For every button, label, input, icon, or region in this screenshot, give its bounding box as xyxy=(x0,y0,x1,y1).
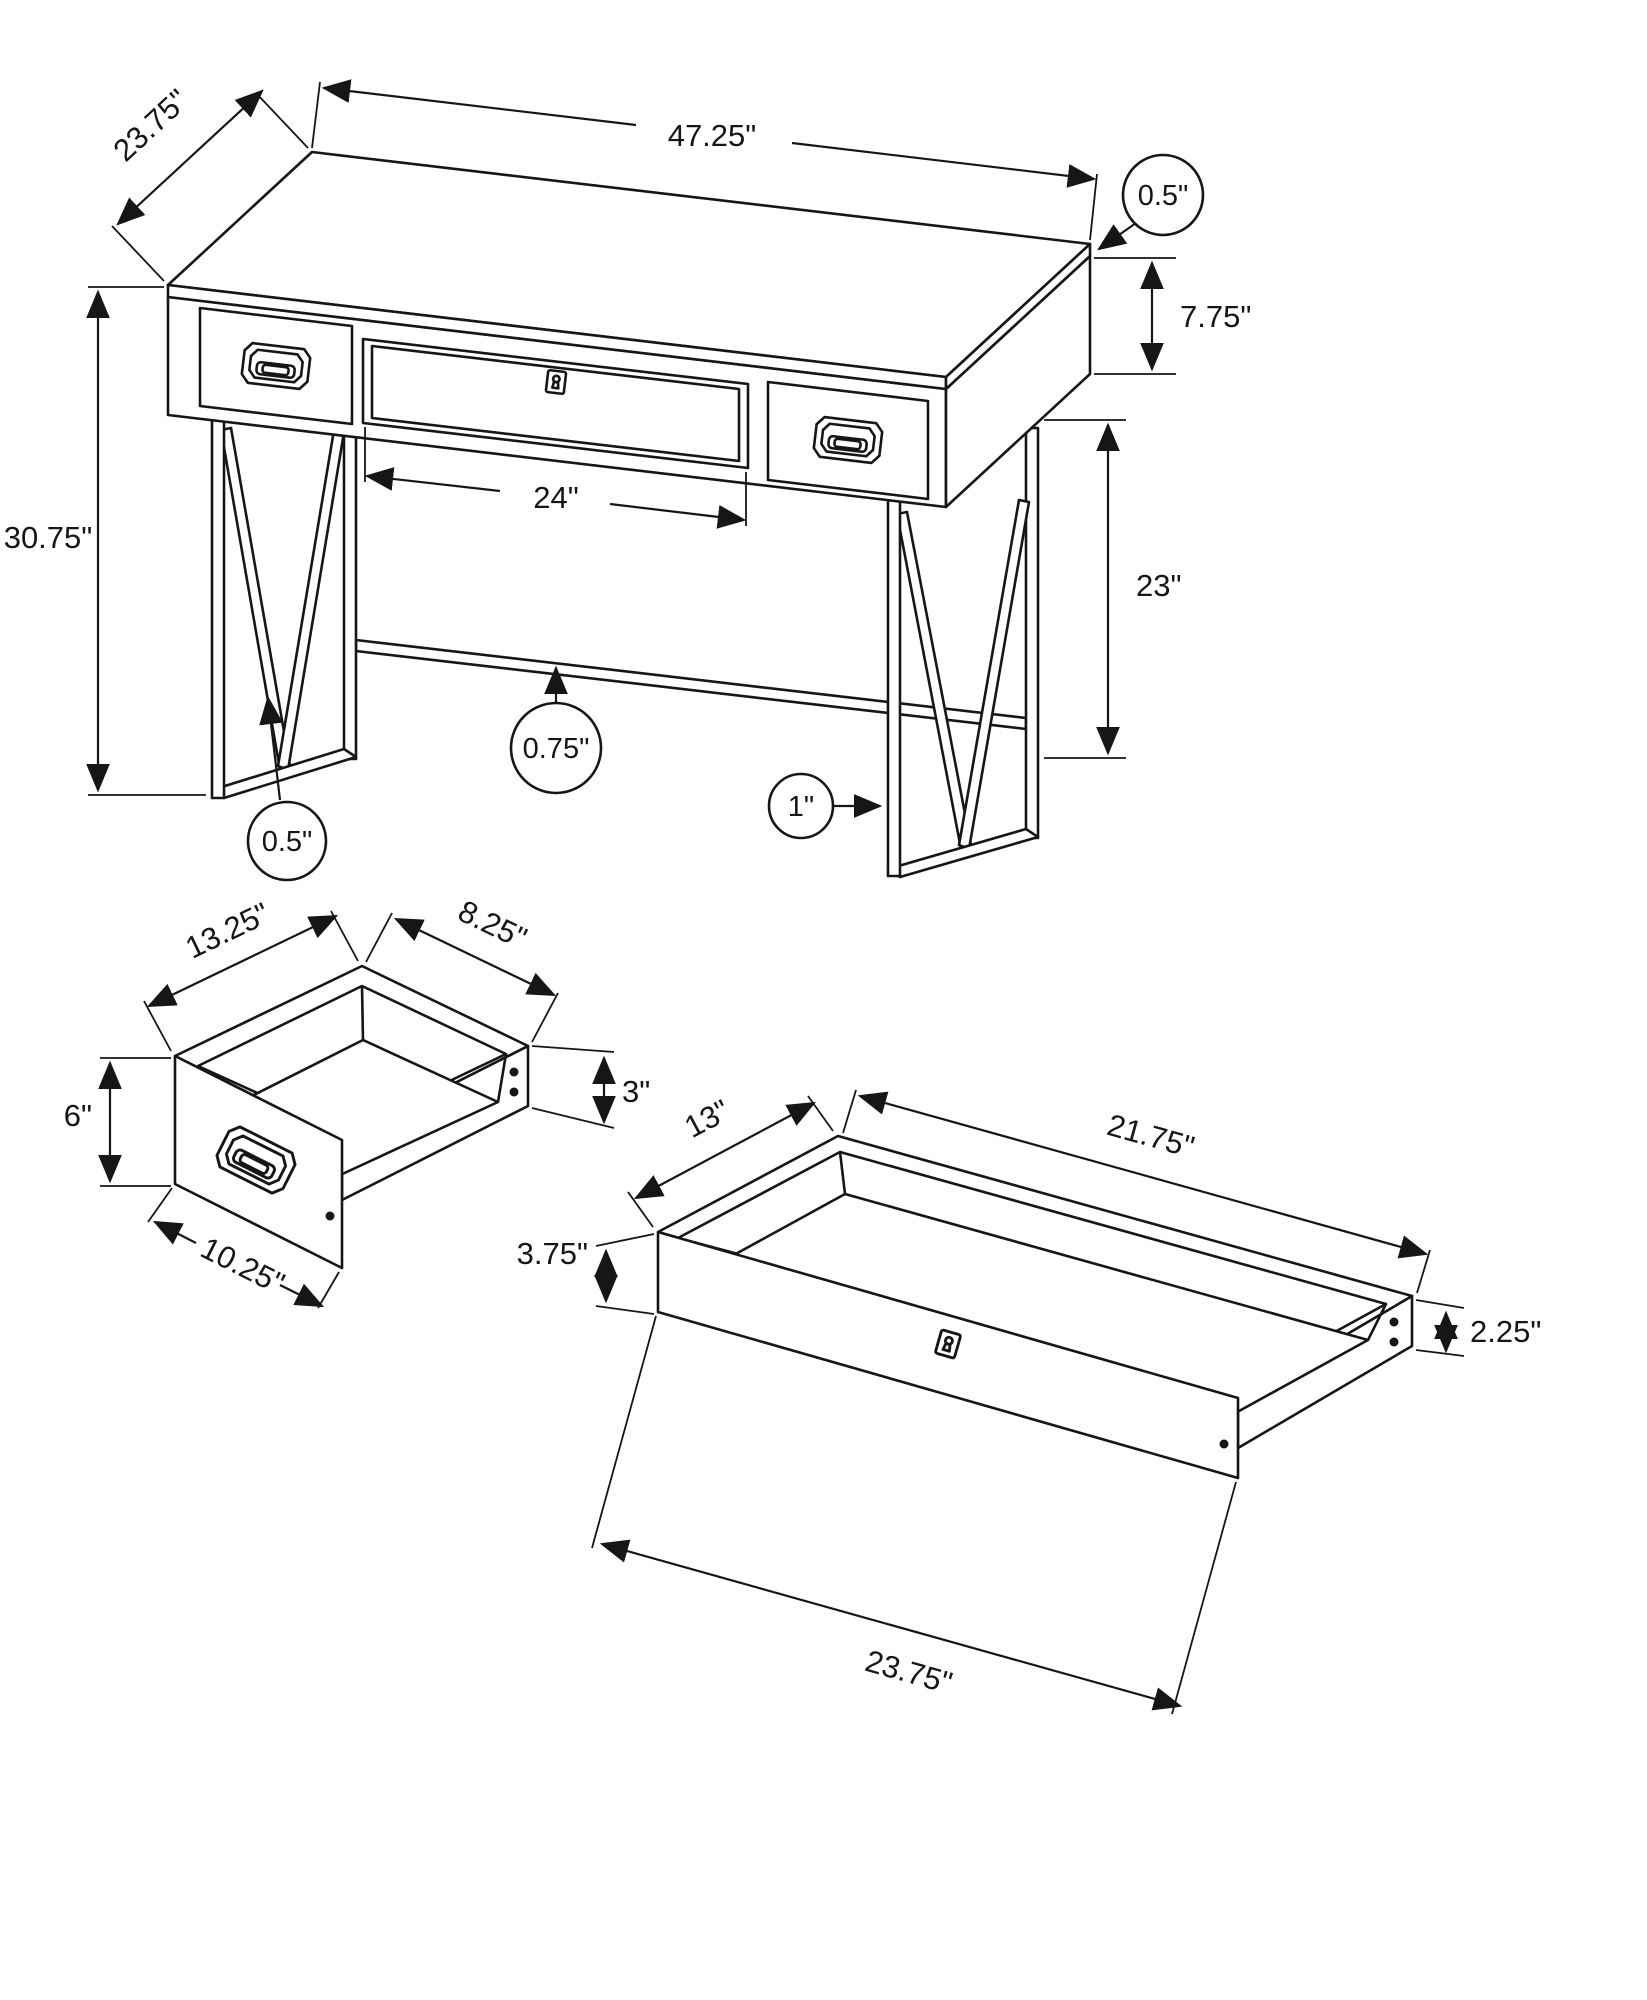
desk-isometric-view: 47.25" 23.75" 0.5" 7.75" 30.75" xyxy=(2,79,1251,882)
leg-height-label: 23" xyxy=(1136,568,1182,603)
leg-width-label: 1" xyxy=(788,791,814,823)
callout-stretcher-thickness: 0.75" xyxy=(509,665,603,795)
screw-icon xyxy=(1219,1439,1229,1449)
right-drawer-pull-icon xyxy=(811,414,885,466)
desk-apron-height-label: 7.75" xyxy=(1180,299,1251,334)
desk-top-depth-label: 23.75" xyxy=(106,82,195,168)
callout-circle xyxy=(1121,153,1205,237)
large-drawer-isometric-view: 13" 21.75" 3.75" 2.25" 23.75" xyxy=(517,1089,1541,1715)
right-v-brace-rear xyxy=(957,498,1031,851)
dim-small-drawer-front-height: 6" xyxy=(64,1057,171,1187)
screw-icon xyxy=(1389,1337,1399,1347)
screw-icon xyxy=(325,1211,335,1221)
small-drawer-depth-label: 8.25" xyxy=(453,893,532,955)
dim-center-drawer-width: 24" xyxy=(364,427,747,529)
dim-leg-height: 23" xyxy=(1044,419,1182,759)
large-drawer-depth-label: 13" xyxy=(679,1093,736,1145)
center-drawer-width-label: 24" xyxy=(533,480,579,515)
brace-thickness-label: 0.5" xyxy=(262,826,313,858)
left-v-brace-rear xyxy=(276,410,349,772)
left-drawer-pull-icon xyxy=(239,340,313,392)
large-drawer-width-label: 21.75" xyxy=(1103,1107,1198,1165)
right-rear-leg xyxy=(1024,426,1040,840)
right-front-leg xyxy=(886,498,902,878)
desk-top-width-label: 47.25" xyxy=(668,118,757,153)
small-drawer-width-label: 13.25" xyxy=(180,896,275,966)
screw-icon xyxy=(509,1087,519,1097)
left-v-brace-front xyxy=(219,426,292,772)
screw-icon xyxy=(1389,1317,1399,1327)
dim-large-drawer-side-height: 2.25" xyxy=(1415,1299,1541,1357)
dim-desk-top-width: 47.25" xyxy=(311,79,1098,241)
small-drawer-bottom-width-label: 10.25" xyxy=(195,1230,290,1301)
callout-desk-top-thickness: 0.5" xyxy=(1097,153,1205,251)
small-drawer-side-height-label: 3" xyxy=(622,1074,650,1109)
callout-brace-thickness: 0.5" xyxy=(246,695,328,882)
large-drawer-bottom-width-label: 23.75" xyxy=(861,1643,956,1701)
callout-leg-width: 1" xyxy=(767,772,883,840)
large-drawer-side-height-label: 2.25" xyxy=(1470,1314,1541,1349)
desk-legs xyxy=(210,397,1040,879)
dim-desk-apron-height: 7.75" xyxy=(1094,257,1251,375)
desk-overall-height-label: 30.75" xyxy=(4,520,93,555)
left-front-leg xyxy=(210,413,226,800)
dim-desk-overall-height: 30.75" xyxy=(2,286,206,796)
desk-top-right-edge xyxy=(944,242,1092,391)
callout-circle xyxy=(509,701,603,795)
callout-circle xyxy=(767,772,835,840)
center-drawer-lock-icon xyxy=(544,368,568,396)
center-drawer-front xyxy=(370,344,741,463)
center-drawer-opening xyxy=(361,337,750,470)
large-drawer-front-height-label: 3.75" xyxy=(517,1236,588,1271)
small-drawer-front-height-label: 6" xyxy=(64,1098,92,1133)
desk-body xyxy=(166,150,1092,509)
right-v-brace-front xyxy=(895,510,973,851)
screw-icon xyxy=(509,1067,519,1077)
stretcher-thickness-label: 0.75" xyxy=(523,733,590,765)
callout-circle xyxy=(246,800,328,882)
desk-top-thickness-label: 0.5" xyxy=(1138,180,1189,212)
left-rear-leg xyxy=(342,397,358,761)
dim-large-drawer-front-height: 3.75" xyxy=(517,1233,655,1315)
dim-small-drawer-side-height: 3" xyxy=(531,1045,650,1129)
